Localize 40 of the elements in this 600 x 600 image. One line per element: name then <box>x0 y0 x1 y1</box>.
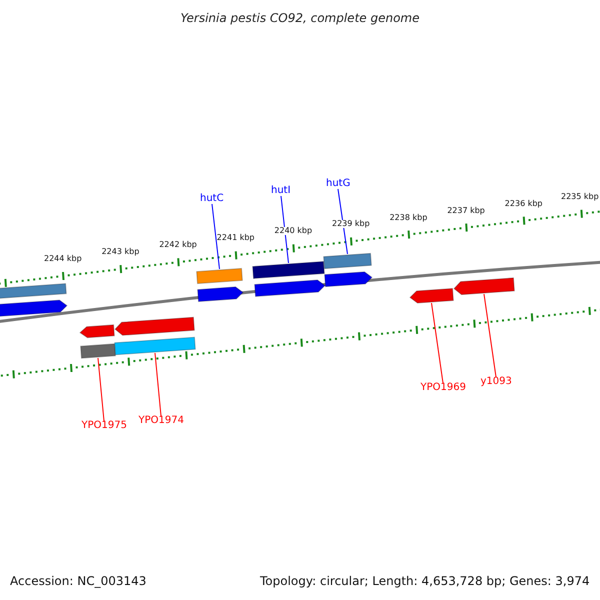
gene-label: YPO1974 <box>138 416 184 426</box>
gene-bar <box>114 337 196 355</box>
gene-bar <box>0 284 66 298</box>
gene-label: YPO1969 <box>420 383 466 393</box>
scale-label: 2240 kbp <box>274 227 312 236</box>
gene-bar <box>196 268 242 284</box>
gene-label: YPO1975 <box>82 421 127 431</box>
scale-label: 2244 kbp <box>44 255 82 263</box>
leader-line <box>212 204 220 270</box>
gene-bar <box>324 253 372 269</box>
gene-label: hutI <box>271 186 291 196</box>
genome-summary: Topology: circular; Length: 4,653,728 bp; Genes: 3,974 <box>260 575 590 587</box>
scale-label: 2235 kbp <box>561 192 599 201</box>
scale-label: 2236 kbp <box>504 200 542 208</box>
gene-segment <box>254 280 326 296</box>
gene-segment <box>198 286 244 302</box>
leader-line <box>338 188 348 254</box>
gene-label: hutG <box>326 179 350 189</box>
gene-bar <box>252 262 324 278</box>
accession-note: Accession: NC_003143 <box>10 575 146 587</box>
scale-label: 2242 kbp <box>159 241 197 250</box>
gene-bar <box>80 344 116 358</box>
gene-segment <box>0 300 68 316</box>
scale-label: 2241 kbp <box>216 234 254 242</box>
leader-line <box>98 358 104 422</box>
gene-label: hutC <box>200 194 224 204</box>
leader-line <box>154 352 162 416</box>
scale-label: 2243 kbp <box>102 248 140 256</box>
gene-segment <box>410 288 454 304</box>
gene-label: y1093 <box>480 377 512 387</box>
gene-segment <box>324 271 372 287</box>
leader-line <box>484 294 496 378</box>
scale-label: 2239 kbp <box>332 220 370 228</box>
gene-segment <box>80 324 114 338</box>
scale-label: 2238 kbp <box>390 214 428 222</box>
gene-segment <box>454 278 514 296</box>
leader-line <box>431 302 444 384</box>
diagram-title: Yersinia pestis CO92, complete genome <box>180 12 420 24</box>
leader-line <box>280 196 289 264</box>
scale-label: 2237 kbp <box>447 206 485 215</box>
